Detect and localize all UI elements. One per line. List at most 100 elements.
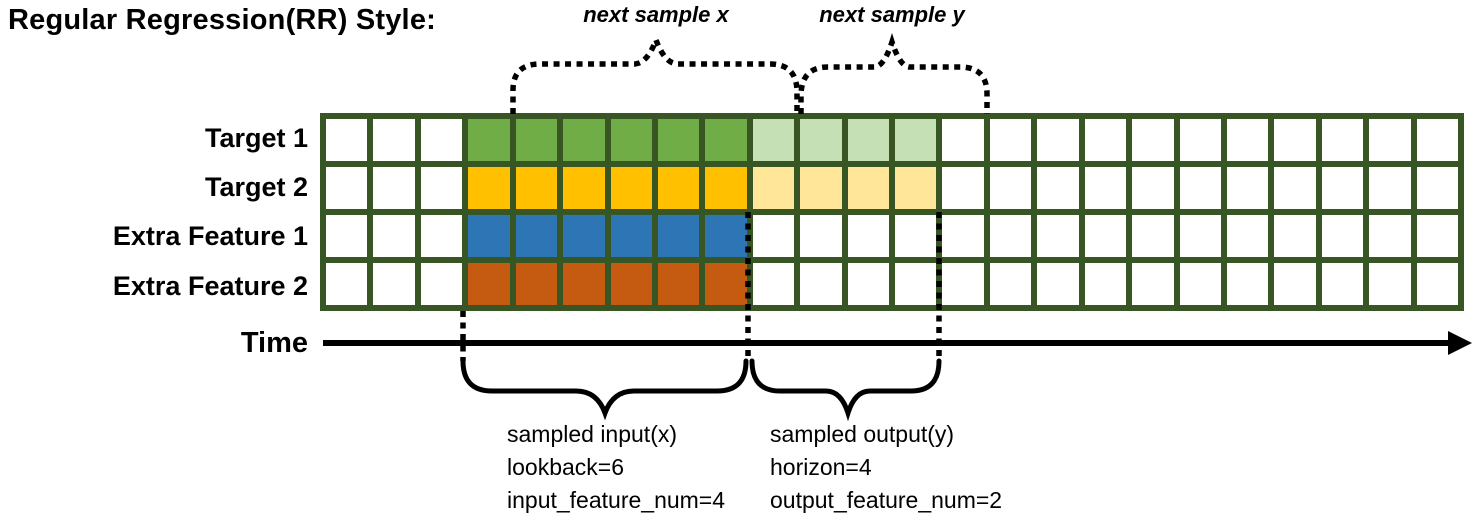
grid-cell xyxy=(895,263,937,305)
grid-cell xyxy=(752,119,795,161)
sampled-output-title: sampled output(y) xyxy=(770,421,955,447)
grid-cell xyxy=(847,119,889,161)
grid-cell xyxy=(420,263,463,305)
row-label-extra-feature-2: Extra Feature 2 xyxy=(112,270,308,301)
grid-cell xyxy=(1132,215,1174,257)
sampled-input-text-block: sampled input(x) lookback=6 input_featur… xyxy=(507,418,725,516)
grid-cell xyxy=(373,215,415,257)
grid-cell xyxy=(847,215,889,257)
grid-cell xyxy=(420,119,463,161)
grid-cell xyxy=(610,167,652,209)
grid-cell xyxy=(1037,263,1079,305)
output-feature-num-value: output_feature_num=2 xyxy=(770,487,1003,513)
grid-cell xyxy=(515,215,558,257)
sampled-input-brace xyxy=(460,358,749,421)
grid-cell xyxy=(1369,167,1411,209)
grid-cell xyxy=(563,119,605,161)
grid-cell xyxy=(942,215,984,257)
grid-cell xyxy=(1321,263,1364,305)
grid-cell xyxy=(1369,263,1411,305)
grid-cell xyxy=(705,215,747,257)
row-label-extra-feature-1: Extra Feature 1 xyxy=(112,220,308,251)
grid-cell xyxy=(942,167,984,209)
input-feature-num-value: input_feature_num=4 xyxy=(507,487,726,513)
grid-cell xyxy=(847,263,889,305)
grid-cell xyxy=(1084,119,1127,161)
grid-cell xyxy=(942,119,984,161)
grid-cell xyxy=(1084,215,1127,257)
grid-cell xyxy=(752,215,795,257)
grid-cell xyxy=(800,119,842,161)
next-sample-y-label: next sample y xyxy=(819,2,965,27)
grid-cell xyxy=(895,215,937,257)
grid-cell xyxy=(468,215,510,257)
grid-cell xyxy=(705,167,747,209)
next-sample-x-brace-dotted xyxy=(510,32,800,114)
horizon-value: horizon=4 xyxy=(770,454,872,480)
grid-cell xyxy=(468,119,510,161)
time-axis-arrowhead xyxy=(1448,331,1472,355)
grid-cell xyxy=(326,215,368,257)
grid-cell xyxy=(515,167,558,209)
sample-grid xyxy=(320,113,1464,311)
grid-cell xyxy=(326,263,368,305)
grid-cell xyxy=(1132,119,1174,161)
grid-cell xyxy=(657,263,700,305)
sampled-input-title: sampled input(x) xyxy=(507,421,678,447)
grid-cell xyxy=(373,167,415,209)
grid-cell xyxy=(1416,167,1458,209)
grid-cell xyxy=(610,263,652,305)
grid-cell xyxy=(420,167,463,209)
grid-cell xyxy=(895,119,937,161)
sampled-output-text-block: sampled output(y) horizon=4 output_featu… xyxy=(770,418,1002,516)
grid-cell xyxy=(515,263,558,305)
grid-cell xyxy=(1274,167,1316,209)
grid-cell xyxy=(1416,263,1458,305)
grid-cell xyxy=(989,215,1032,257)
grid-cell xyxy=(468,263,510,305)
grid-cell xyxy=(1132,263,1174,305)
row-label-target-1: Target 1 xyxy=(204,122,308,153)
grid-cell xyxy=(610,215,652,257)
grid-cell xyxy=(1274,215,1316,257)
grid-cell xyxy=(1321,167,1364,209)
grid-cell xyxy=(1226,215,1269,257)
grid-cell xyxy=(895,167,937,209)
grid-cell xyxy=(1179,215,1221,257)
grid-cell xyxy=(989,167,1032,209)
grid-cell xyxy=(705,119,747,161)
grid-cell xyxy=(1179,263,1221,305)
grid-cell xyxy=(373,263,415,305)
grid-cell xyxy=(1226,119,1269,161)
sampled-output-brace xyxy=(749,358,942,422)
grid-cell xyxy=(1084,263,1127,305)
grid-cell xyxy=(563,263,605,305)
grid-cell xyxy=(800,167,842,209)
grid-cell xyxy=(1179,119,1221,161)
row-label-target-2: Target 2 xyxy=(204,171,308,202)
grid-cell xyxy=(705,263,747,305)
grid-cell xyxy=(800,215,842,257)
grid-cell xyxy=(468,167,510,209)
grid-cell xyxy=(1369,119,1411,161)
grid-cell xyxy=(1226,167,1269,209)
grid-cell xyxy=(1274,119,1316,161)
grid-cell xyxy=(657,119,700,161)
grid-cell xyxy=(1416,119,1458,161)
grid-cell xyxy=(800,263,842,305)
next-sample-x-label: next sample x xyxy=(583,2,729,27)
grid-cell xyxy=(420,215,463,257)
grid-cell xyxy=(1132,167,1174,209)
page-title: Regular Regression(RR) Style: xyxy=(8,4,436,36)
next-sample-y-brace-dotted xyxy=(798,32,990,114)
grid-cell xyxy=(752,167,795,209)
grid-cell xyxy=(847,167,889,209)
grid-cell xyxy=(1037,215,1079,257)
grid-cell xyxy=(610,119,652,161)
grid-cell xyxy=(326,167,368,209)
time-label: Time xyxy=(240,326,308,359)
grid-cell xyxy=(1274,263,1316,305)
grid-cell xyxy=(657,167,700,209)
grid-cell xyxy=(373,119,415,161)
